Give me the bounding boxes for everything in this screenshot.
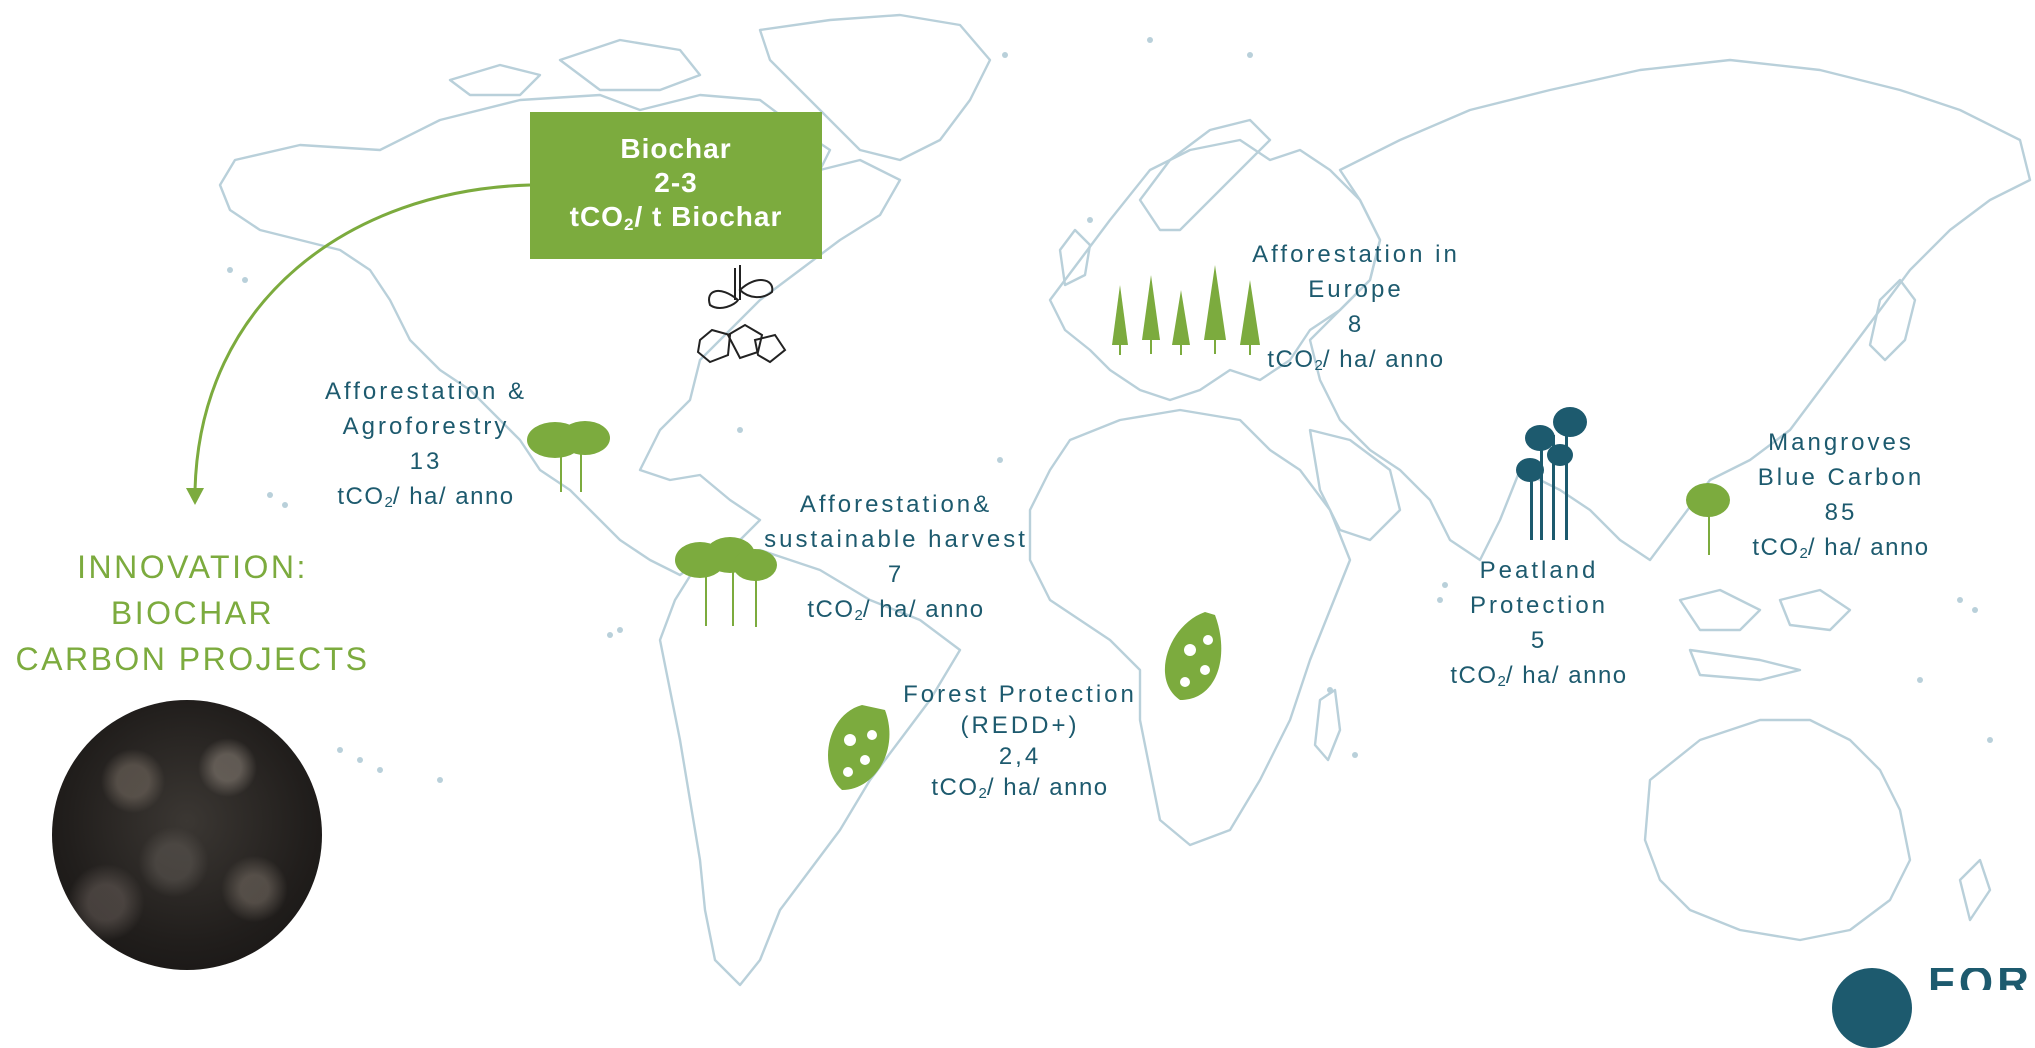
arrowhead — [186, 488, 204, 505]
continent-africa — [1028, 408, 1352, 847]
greenland — [758, 13, 992, 162]
leaf-icon-africa — [1164, 612, 1222, 700]
project-label-peatland: Peatland Protection 5 tCO2/ ha/ anno — [1450, 557, 1628, 690]
tree-cluster-icon-mangroves — [1686, 483, 1730, 555]
innovation-label: INNOVATION: BIOCHAR CARBON PROJECTS — [15, 549, 370, 677]
project-label-europe: Afforestation in Europe 8 tCO2/ ha/ anno — [1252, 241, 1460, 374]
world-map — [186, 13, 2032, 987]
continent-north-america — [218, 93, 902, 577]
arrow-icon — [193, 183, 531, 491]
biochar-soil-image — [52, 700, 322, 970]
biochar-unit: tCO2/ t Biochar — [569, 201, 783, 234]
seedling-rock-icon — [696, 265, 787, 364]
continent-south-america — [658, 548, 962, 987]
project-label-redd: Forest Protection (REDD+) 2,4 tCO2/ ha/ … — [903, 681, 1137, 802]
project-label-mangroves: Mangroves Blue Carbon 85 tCO2/ ha/ anno — [1752, 429, 1930, 562]
project-label-agroforestry: Afforestation & Agroforestry 13 tCO2/ ha… — [325, 378, 527, 511]
tree-cluster-icon-harvest — [675, 537, 777, 627]
biochar-box: Biochar 2-3 tCO2/ t Biochar — [530, 112, 822, 259]
leaf-icon-south-america — [828, 705, 890, 790]
continent-australia — [1643, 718, 1912, 942]
logo-icon — [1832, 968, 1912, 1048]
project-label-sustainable-harvest: Afforestation& sustainable harvest 7 tCO… — [764, 491, 1028, 624]
tree-cluster-icon-agroforestry — [527, 421, 610, 492]
tall-trees-icon — [1516, 407, 1587, 540]
biochar-title: Biochar — [620, 133, 732, 164]
pine-trees-icon — [1112, 265, 1260, 355]
biochar-value: 2-3 — [654, 167, 698, 198]
logo-text: FOR — [1928, 968, 2033, 990]
